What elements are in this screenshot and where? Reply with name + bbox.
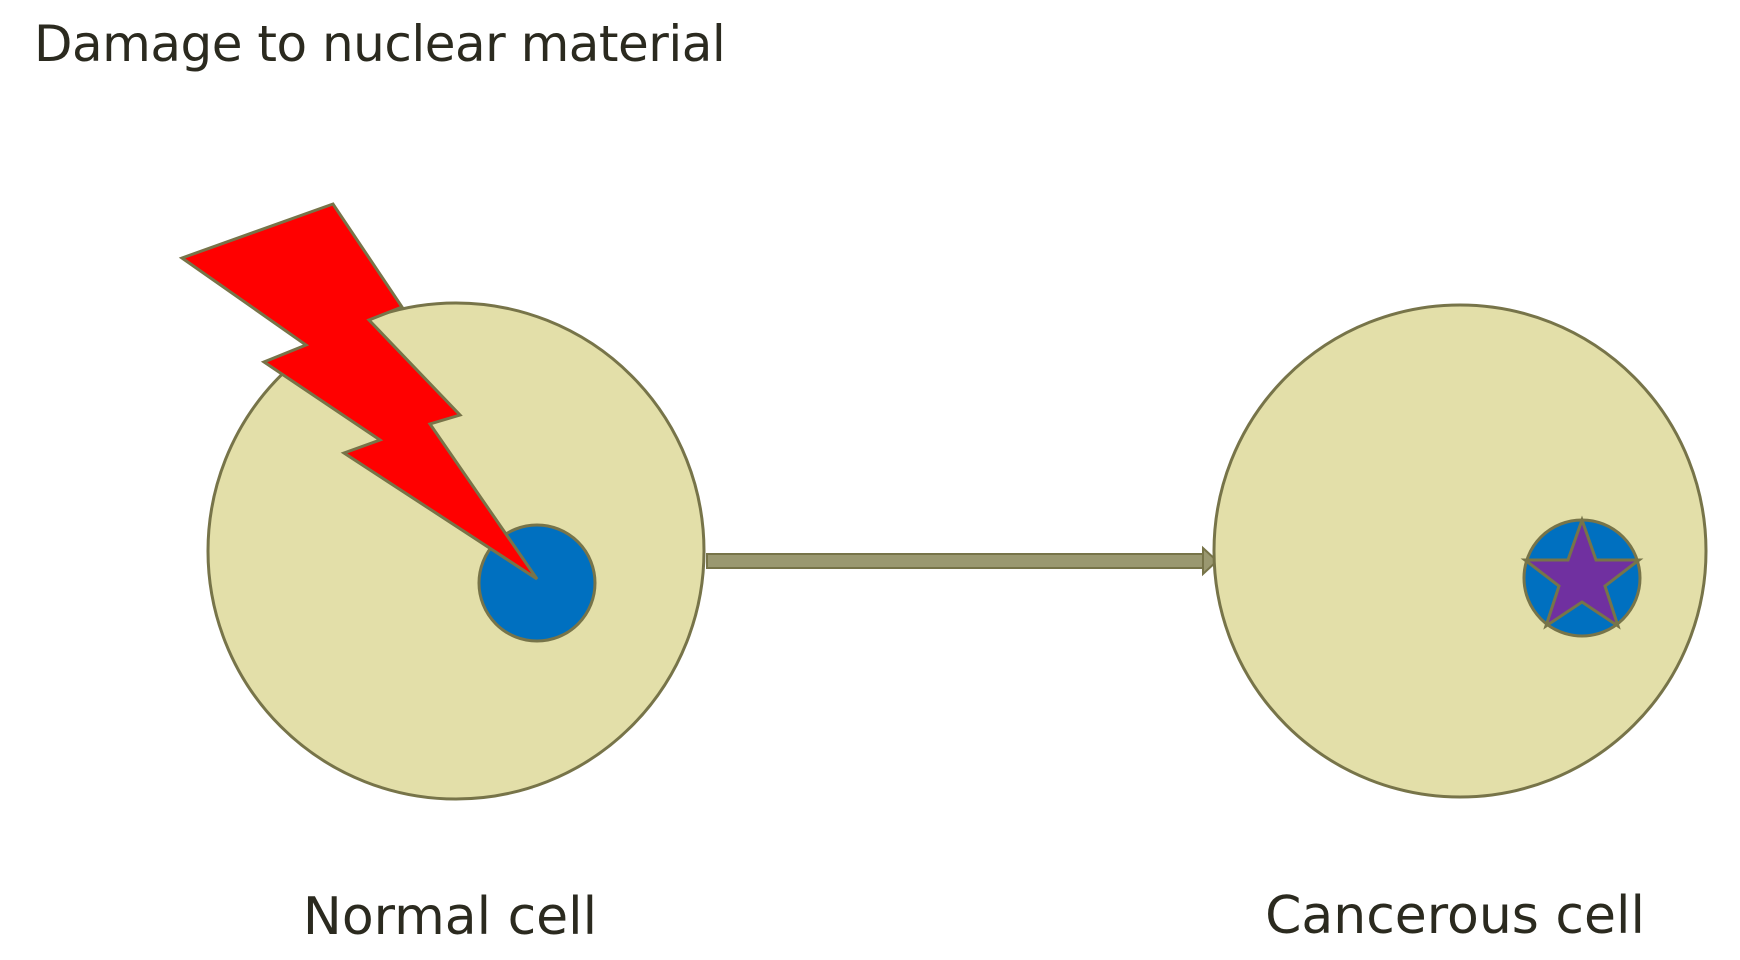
normal-cell [206, 301, 706, 801]
transformation-arrow [706, 545, 1219, 577]
arrow-head [1202, 545, 1219, 577]
lightning-bolt-icon [178, 202, 539, 581]
cancerous-cell-label: Cancerous cell [1265, 886, 1645, 946]
cancerous-cell-cytoplasm [1212, 303, 1708, 799]
normal-cell-label: Normal cell [302, 887, 598, 947]
arrow-shaft [706, 553, 1206, 569]
cancerous-cell [1212, 303, 1708, 799]
page-title: Damage to nuclear material [34, 15, 726, 73]
normal-cell-cytoplasm [206, 301, 706, 801]
star-icon [1520, 515, 1644, 630]
